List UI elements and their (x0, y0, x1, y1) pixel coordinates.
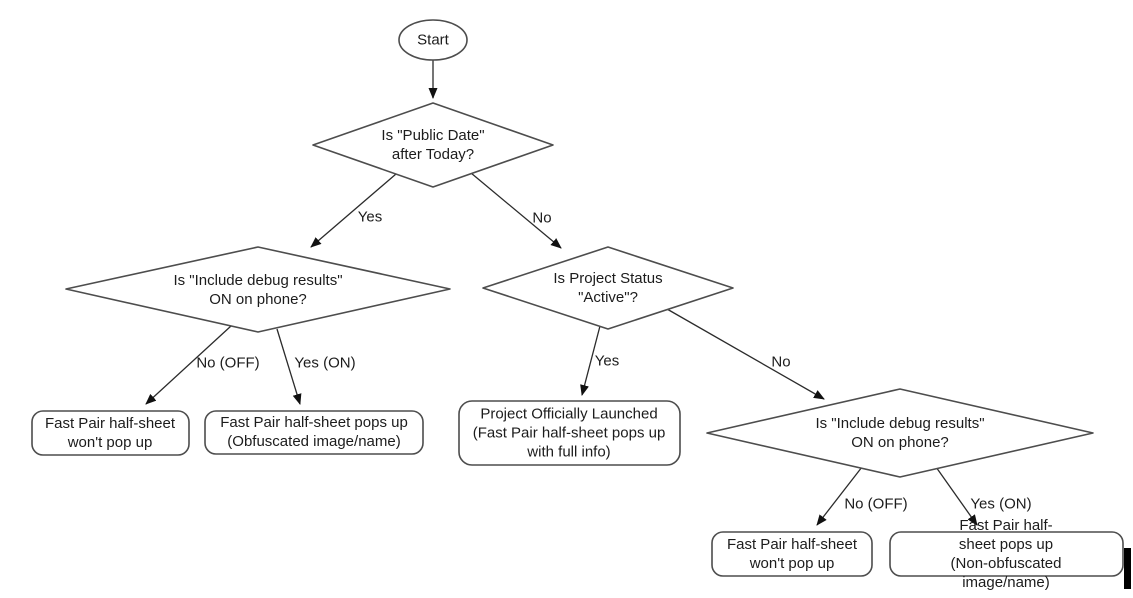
outcome-left-no-popup-shape (31, 410, 190, 456)
edge-public-date-yes (310, 173, 397, 248)
decision-project-status-shape (482, 246, 734, 330)
edge-debug-right-no-off (816, 466, 863, 526)
outcome-launched-shape (458, 400, 681, 466)
edge-public-date-no (470, 172, 562, 249)
start-node-shape (398, 19, 468, 61)
edge-debug-left-no-off (145, 325, 232, 405)
edge-status-yes (580, 325, 601, 396)
decision-debug-left-shape (65, 246, 451, 333)
text-cursor-artifact (1124, 548, 1131, 589)
outcome-right-non-obfuscated-shape (889, 531, 1124, 577)
outcome-right-no-popup-shape (711, 531, 873, 577)
decision-debug-right-shape (706, 388, 1094, 478)
decision-public-date-shape (312, 102, 554, 188)
outcome-left-obfuscated-shape (204, 410, 424, 455)
edge-debug-left-yes-on (276, 328, 302, 405)
edge-status-no (666, 308, 825, 400)
edge-debug-right-yes-on (935, 466, 978, 526)
